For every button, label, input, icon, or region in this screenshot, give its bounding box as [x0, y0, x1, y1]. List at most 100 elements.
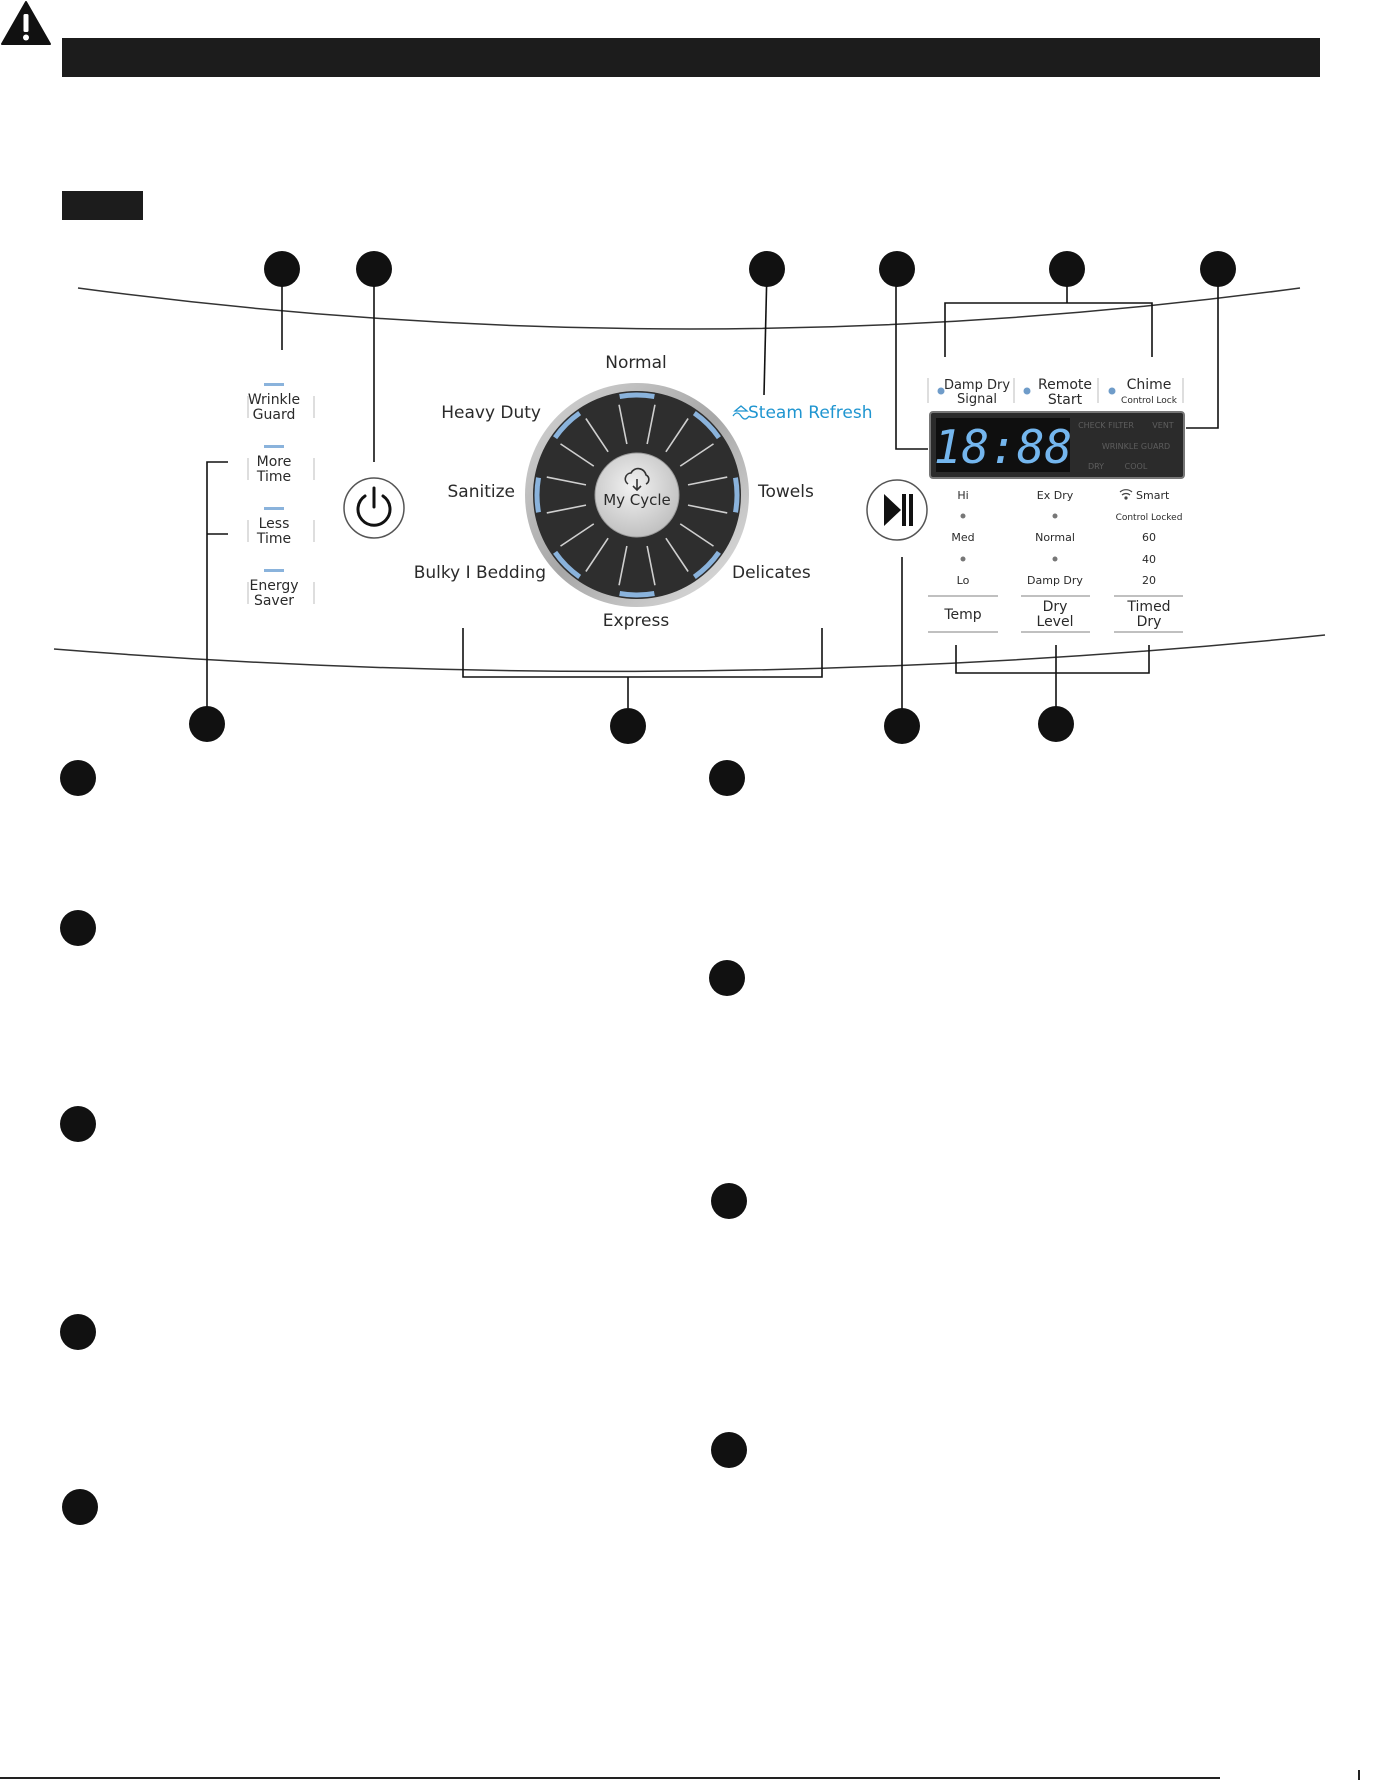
chime-button[interactable]: Chime Control Lock: [1108, 377, 1178, 406]
svg-text:Damp Dry: Damp Dry: [944, 378, 1010, 393]
item-bullet: [60, 1314, 96, 1350]
remote-start-button[interactable]: Remote Start: [1023, 377, 1093, 408]
cycle-heavy-duty: Heavy Duty: [441, 403, 541, 423]
dial-spoke: [687, 476, 728, 486]
dial-spoke: [687, 504, 728, 514]
start-pause-button[interactable]: [866, 479, 928, 541]
dial-spoke: [585, 418, 609, 453]
svg-text:Med: Med: [951, 531, 974, 544]
item-bullet: [711, 1183, 747, 1219]
svg-text:Control Lock: Control Lock: [1121, 396, 1178, 406]
svg-text:Dry: Dry: [1137, 614, 1162, 630]
cycle-bulky-bedding: Bulky I Bedding: [414, 563, 546, 583]
svg-text:Control Locked: Control Locked: [1116, 513, 1183, 523]
wifi-icon: [1119, 489, 1133, 500]
dial-indicator-arc: [553, 550, 582, 579]
energy-saver-button[interactable]: Energy Saver: [247, 569, 315, 609]
svg-text:Saver: Saver: [254, 593, 294, 609]
svg-text:Temp: Temp: [943, 607, 981, 623]
dial-indicator-arc: [692, 550, 721, 579]
dial-spokes: [546, 404, 728, 586]
dial-indicator-arc: [553, 411, 582, 440]
display-vent: VENT: [1152, 421, 1174, 430]
dial-spoke: [585, 537, 609, 572]
cycle-steam-refresh: Steam Refresh: [748, 403, 873, 423]
svg-text:Dry: Dry: [1043, 599, 1068, 615]
header-bar: [62, 38, 1320, 77]
svg-text:Level: Level: [1037, 614, 1074, 630]
dial-spoke: [679, 523, 714, 547]
dial-spoke: [665, 537, 689, 572]
cycle-sanitize: Sanitize: [448, 482, 515, 502]
less-time-label: Less: [259, 516, 290, 532]
cycle-delicates: Delicates: [732, 563, 811, 583]
panel-top-edge: [77, 287, 1301, 330]
warning-triangle-icon: [1, 1, 51, 45]
svg-text:Time: Time: [256, 469, 291, 485]
power-icon: [356, 486, 392, 527]
dial-indicator-arc: [619, 392, 655, 399]
dial-indicator-arcs: [534, 392, 740, 598]
play-pause-icon: [884, 494, 913, 526]
dial-spoke: [679, 443, 714, 467]
cycle-normal: Normal: [605, 353, 667, 373]
dial-spoke: [560, 443, 595, 467]
digital-display: 18:88 CHECK FILTER VENT WRINKLE GUARD DR…: [929, 411, 1185, 479]
steam-icon: [732, 405, 750, 420]
cycle-towels: Towels: [757, 482, 814, 502]
section-tag: [62, 191, 143, 220]
timed-dry-column: Smart Control Locked 60 40 20: [1116, 489, 1183, 587]
wrinkle-guard-button[interactable]: Wrinkle Guard: [247, 383, 315, 423]
footer-mark: [1358, 1770, 1360, 1780]
dial-spoke: [546, 504, 587, 514]
cycle-selector-dial[interactable]: My Cycle: [525, 383, 749, 607]
dial-spoke: [665, 418, 689, 453]
footer-rule: [0, 1777, 1220, 1779]
svg-text:Timed: Timed: [1126, 599, 1170, 615]
svg-text:Signal: Signal: [957, 392, 997, 407]
svg-text:Guard: Guard: [253, 407, 296, 423]
dry-level-column: Ex Dry Normal Damp Dry: [1027, 489, 1083, 587]
dial-indicator-arc: [619, 591, 655, 598]
my-cycle-label: My Cycle: [603, 491, 671, 509]
svg-text:Start: Start: [1048, 392, 1083, 408]
dry-level-button[interactable]: Dry Level: [1037, 599, 1074, 630]
item-bullet: [709, 760, 745, 796]
svg-text:Time: Time: [256, 531, 291, 547]
svg-text:Chime: Chime: [1127, 377, 1172, 393]
damp-dry-signal-button[interactable]: Damp Dry Signal: [937, 378, 1011, 407]
dial-spoke: [560, 523, 595, 547]
display-dry: DRY: [1088, 462, 1104, 471]
svg-text:Lo: Lo: [957, 574, 970, 587]
svg-text:40: 40: [1142, 553, 1156, 566]
control-panel-diagram: Wrinkle Guard More Time Less Time Energy…: [53, 251, 1326, 744]
svg-text:Hi: Hi: [957, 489, 968, 502]
temp-column: Hi Med Lo: [951, 489, 974, 587]
svg-text:60: 60: [1142, 531, 1156, 544]
callout-leaders: [206, 267, 1219, 724]
temp-button[interactable]: Temp: [943, 607, 981, 623]
dial-spoke: [618, 404, 628, 445]
item-bullet: [60, 760, 96, 796]
option-buttons: Wrinkle Guard More Time Less Time Energy…: [247, 383, 315, 609]
dial-spoke: [646, 404, 656, 445]
timed-dry-button[interactable]: Timed Dry: [1126, 599, 1170, 630]
svg-text:Normal: Normal: [1035, 531, 1075, 544]
cycle-labels: Normal Heavy Duty Steam Refresh Sanitize…: [414, 353, 873, 631]
dial-indicator-arc: [692, 411, 721, 440]
svg-text:Ex Dry: Ex Dry: [1037, 489, 1074, 502]
less-time-button[interactable]: Less Time: [247, 507, 315, 547]
panel-bottom-edge: [53, 634, 1326, 673]
display-wrinkle-guard: WRINKLE GUARD: [1102, 442, 1170, 451]
dial-spoke: [546, 476, 587, 486]
power-button[interactable]: [343, 477, 405, 539]
more-time-button[interactable]: More Time: [247, 445, 315, 485]
cycle-express: Express: [603, 611, 670, 631]
item-bullet: [711, 1432, 747, 1468]
top-row-buttons: Damp Dry Signal Remote Start Chime Contr…: [927, 377, 1184, 408]
item-bullet: [62, 1489, 98, 1525]
item-bullet: [709, 960, 745, 996]
dial-indicator-arc: [733, 477, 740, 513]
display-time: 18:88: [934, 420, 1072, 474]
dial-indicator-arc: [534, 477, 541, 513]
